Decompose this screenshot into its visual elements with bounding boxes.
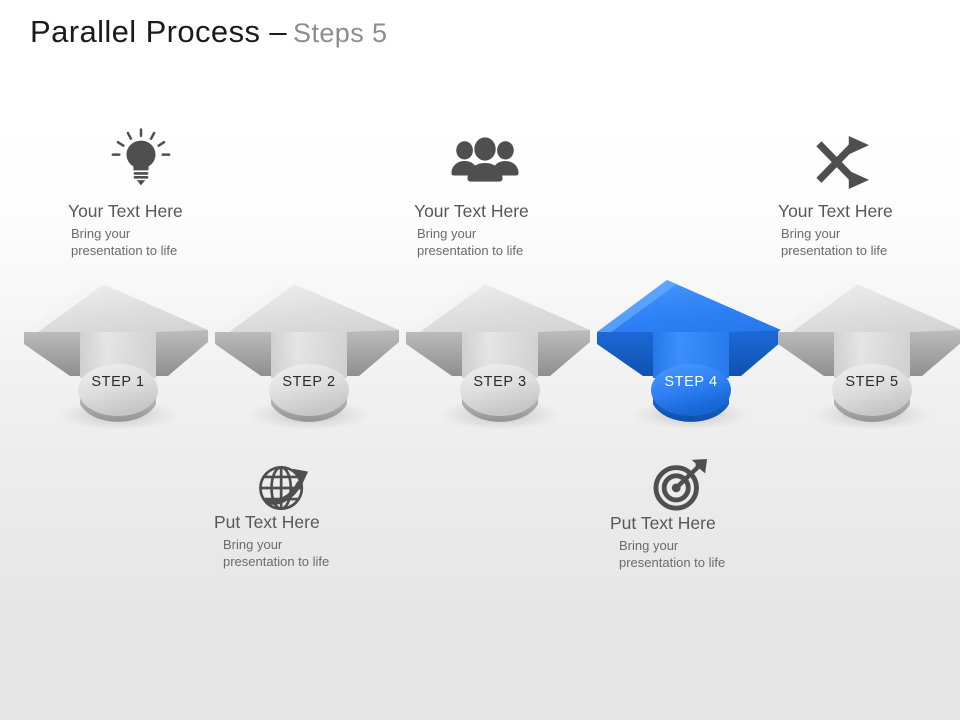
step-arrow-1[interactable]: STEP 1	[18, 272, 214, 447]
shuffle-arrows-icon	[805, 128, 881, 190]
bottom-body-2: Bring your presentation to life	[619, 537, 840, 571]
page-title-sub: Steps 5	[293, 18, 388, 48]
globe-arrow-icon	[247, 452, 323, 514]
top-text-block-1: Your Text Here Bring your presentation t…	[68, 200, 298, 259]
bottom-heading-1: Put Text Here	[214, 512, 320, 532]
bottom-text-block-2: Put Text Here Bring your presentation to…	[610, 512, 840, 571]
top-heading-3: Your Text Here	[778, 201, 893, 221]
step-arrow-5[interactable]: STEP 5	[772, 272, 960, 447]
top-body-2: Bring your presentation to life	[417, 225, 644, 259]
step-arrow-2[interactable]: STEP 2	[209, 272, 405, 447]
people-group-icon	[447, 128, 523, 190]
top-heading-2: Your Text Here	[414, 201, 529, 221]
top-text-block-2: Your Text Here Bring your presentation t…	[414, 200, 644, 259]
top-body-3-line2: presentation to life	[781, 243, 888, 258]
page-title: Parallel Process –Steps 5	[30, 14, 387, 50]
top-body-3-line1: Bring your	[781, 226, 841, 241]
target-arrow-icon	[644, 450, 720, 512]
bottom-text-block-1: Put Text Here Bring your presentation to…	[214, 511, 444, 570]
step-arrow-4[interactable]: STEP 4	[591, 262, 787, 437]
bottom-body-1-line1: Bring your	[223, 537, 283, 552]
bottom-body-2-line2: presentation to life	[619, 555, 726, 570]
top-body-2-line1: Bring your	[417, 226, 477, 241]
top-body-3: Bring your presentation to life	[781, 225, 960, 259]
bottom-heading-2: Put Text Here	[610, 513, 716, 533]
top-body-1-line1: Bring your	[71, 226, 131, 241]
step-arrow-3[interactable]: STEP 3	[400, 272, 596, 447]
top-text-block-3: Your Text Here Bring your presentation t…	[778, 200, 960, 259]
page-title-main: Parallel Process –	[30, 14, 288, 49]
bottom-body-1-line2: presentation to life	[223, 554, 330, 569]
top-body-1: Bring your presentation to life	[71, 225, 298, 259]
bottom-body-2-line1: Bring your	[619, 538, 679, 553]
lightbulb-icon	[103, 128, 179, 190]
bottom-body-1: Bring your presentation to life	[223, 536, 444, 570]
top-body-2-line2: presentation to life	[417, 243, 524, 258]
top-body-1-line2: presentation to life	[71, 243, 178, 258]
top-heading-1: Your Text Here	[68, 201, 183, 221]
